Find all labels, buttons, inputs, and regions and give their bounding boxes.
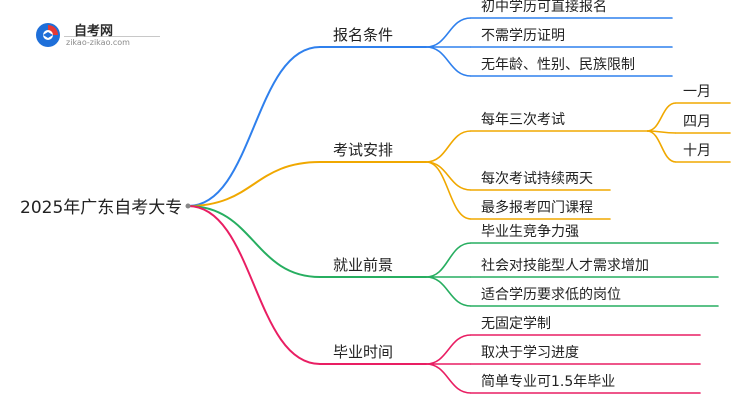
branch-4-label: 毕业时间	[333, 343, 393, 361]
branch-4-child-1-edge	[425, 334, 472, 365]
branch-4-edge	[187, 205, 321, 365]
branch-3-child-2-label: 社会对技能型人才需求增加	[481, 258, 649, 274]
mind-map-nodes: 2025年广东自考大专 报名条件 初中学历可直接报名不需学历证明无年龄、性别、民族限…	[20, 0, 711, 390]
branch-2-child-1-sub-2-label: 四月	[683, 114, 711, 130]
logo-title: 自考网	[74, 24, 114, 39]
branch-2-child-2-edge	[425, 161, 472, 191]
branch-1-child-2-label: 不需学历证明	[481, 28, 565, 44]
branch-3-label: 就业前景	[333, 256, 393, 274]
branch-2-child-1-edge	[425, 130, 472, 163]
branch-3-child-3-edge	[425, 276, 472, 307]
branch-2-child-1-sub-3-edge	[646, 130, 677, 163]
branch-2-label: 考试安排	[333, 141, 393, 159]
branch-2-child-1-sub-1-edge	[646, 102, 677, 132]
branch-3-edge	[187, 205, 321, 278]
branch-2-child-1-sub-1-label: 一月	[683, 84, 711, 100]
logo-divider	[64, 36, 160, 37]
branch-2-edge	[187, 161, 321, 207]
mind-map-edges	[187, 17, 731, 394]
branch-2-child-2-label: 每次考试持续两天	[481, 170, 593, 187]
site-logo: 自考网 zikao-zikao.com	[34, 18, 160, 54]
branch-4-child-3-edge	[425, 363, 472, 394]
logo-icon	[36, 23, 60, 47]
branch-2-child-3-label: 最多报考四门课程	[481, 199, 593, 216]
branch-1-child-1-label: 初中学历可直接报名	[481, 0, 607, 15]
branch-1-label: 报名条件	[333, 26, 393, 44]
branch-1-edge	[187, 46, 321, 207]
branch-2-child-1-label: 每年三次考试	[481, 112, 565, 128]
branch-1-child-3-edge	[425, 46, 472, 77]
branch-3-child-3-label: 适合学历要求低的岗位	[481, 287, 621, 303]
logo-url: zikao-zikao.com	[66, 38, 130, 47]
branch-1-child-1-edge	[425, 17, 472, 48]
branch-4-child-3-label: 简单专业可1.5年毕业	[481, 373, 615, 390]
branch-3-child-1-edge	[425, 242, 472, 278]
root-connector	[185, 203, 191, 209]
root-topic: 2025年广东自考大专	[20, 198, 182, 218]
branch-4-child-1-label: 无固定学制	[481, 316, 551, 332]
branch-2-child-3-edge	[425, 161, 472, 220]
branch-4-child-2-label: 取决于学习进度	[481, 345, 579, 361]
branch-3-child-1-label: 毕业生竞争力强	[481, 223, 579, 240]
branch-2-child-1-sub-3-label: 十月	[683, 143, 711, 159]
branch-1-child-3-label: 无年龄、性别、民族限制	[481, 57, 635, 73]
